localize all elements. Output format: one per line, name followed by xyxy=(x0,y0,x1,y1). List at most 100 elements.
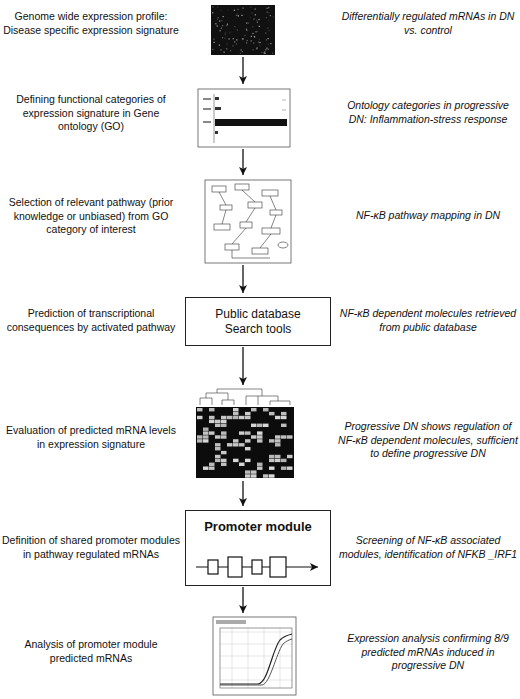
heat-cell xyxy=(269,474,275,477)
heat-cell xyxy=(251,435,257,438)
array-spot xyxy=(259,26,260,27)
heat-cell xyxy=(209,431,215,434)
array-spot xyxy=(257,31,258,32)
array-spot xyxy=(217,19,218,20)
heat-cell xyxy=(215,455,221,458)
array-spot xyxy=(222,25,223,26)
array-spot xyxy=(230,32,231,33)
heat-cell xyxy=(245,439,251,442)
heat-cell xyxy=(269,455,275,458)
heat-cell xyxy=(239,431,245,434)
heat-cell xyxy=(257,435,263,438)
array-spot xyxy=(237,29,238,30)
array-spot xyxy=(236,39,237,40)
heat-cell xyxy=(269,412,275,415)
step-description: Selection of relevant pathway (prior kno… xyxy=(2,196,180,237)
heat-cell xyxy=(203,439,209,442)
array-spot xyxy=(265,53,266,54)
array-spot xyxy=(256,48,257,49)
array-spot xyxy=(236,43,237,44)
array-spot xyxy=(252,33,253,34)
array-spot xyxy=(256,48,257,49)
step-description: Analysis of promoter module predicted mR… xyxy=(2,638,180,665)
step-description: Definition of shared promoter modules in… xyxy=(2,534,180,561)
heat-cell xyxy=(257,467,263,470)
heat-cell xyxy=(275,435,281,438)
go-bar-chart xyxy=(198,89,290,147)
array-spot xyxy=(248,23,249,24)
heat-cell xyxy=(209,416,215,419)
heat-cell xyxy=(269,459,275,462)
heat-cell xyxy=(251,408,257,411)
heat-cell xyxy=(275,439,281,442)
array-spot xyxy=(238,15,239,16)
array-spot xyxy=(227,44,228,45)
array-spot xyxy=(267,8,268,9)
array-spot xyxy=(256,20,257,21)
heat-cell xyxy=(221,416,227,419)
heat-cell xyxy=(221,459,227,462)
array-spot xyxy=(227,24,228,25)
heat-cell xyxy=(257,439,263,442)
array-spot xyxy=(268,49,269,50)
heat-cell xyxy=(275,459,281,462)
heat-cell xyxy=(281,459,287,462)
heat-cell xyxy=(245,470,251,473)
heat-cell xyxy=(221,431,227,434)
heat-cell xyxy=(197,416,203,419)
heat-cell xyxy=(203,431,209,434)
array-spot xyxy=(219,21,220,22)
array-spot xyxy=(246,23,247,24)
array-spot xyxy=(259,45,260,46)
array-spot xyxy=(220,49,221,50)
array-spot xyxy=(268,7,269,8)
array-spot xyxy=(272,53,273,54)
tool-box: Public database Search tools xyxy=(185,297,331,346)
heat-cell xyxy=(245,416,251,419)
array-spot xyxy=(225,34,226,35)
array-spot xyxy=(229,32,230,33)
array-spot xyxy=(264,52,265,53)
array-spot xyxy=(265,49,266,50)
array-spot xyxy=(227,10,228,11)
heat-cell xyxy=(275,455,281,458)
heat-cell xyxy=(233,439,239,442)
result-description: Screening of NF-κB associated modules, i… xyxy=(338,534,518,561)
array-spot xyxy=(258,19,259,20)
array-spot xyxy=(273,16,274,17)
expression-curve-plot xyxy=(213,617,296,695)
heat-cell xyxy=(221,463,227,466)
array-spot xyxy=(229,38,230,39)
array-spot xyxy=(250,17,251,18)
array-spot xyxy=(265,33,266,34)
array-spot xyxy=(261,52,262,53)
heat-cell xyxy=(239,463,245,466)
array-spot xyxy=(236,15,237,16)
array-spot xyxy=(254,36,255,37)
array-spot xyxy=(224,38,225,39)
microarray-image xyxy=(211,5,275,55)
step-description: Prediction of transcriptional consequenc… xyxy=(2,307,180,334)
array-spot xyxy=(267,12,268,13)
heat-cell xyxy=(269,467,275,470)
array-spot xyxy=(220,10,221,11)
array-spot xyxy=(230,50,231,51)
heat-cell xyxy=(251,474,257,477)
heat-cell xyxy=(251,470,257,473)
heat-cell xyxy=(233,412,239,415)
array-spot xyxy=(255,9,256,10)
heat-cell xyxy=(269,439,275,442)
array-spot xyxy=(254,36,255,37)
pathway-map xyxy=(205,180,291,263)
heat-cell xyxy=(215,435,221,438)
array-spot xyxy=(257,22,258,23)
heat-cell xyxy=(287,467,293,470)
array-spot xyxy=(243,38,244,39)
array-spot xyxy=(267,28,268,29)
microarray-spots xyxy=(212,6,274,54)
heat-cell xyxy=(215,420,221,423)
heat-cell xyxy=(257,424,263,427)
array-spot xyxy=(233,38,234,39)
step-description: Defining functional categories of expres… xyxy=(2,93,180,134)
heat-cell xyxy=(197,408,203,411)
